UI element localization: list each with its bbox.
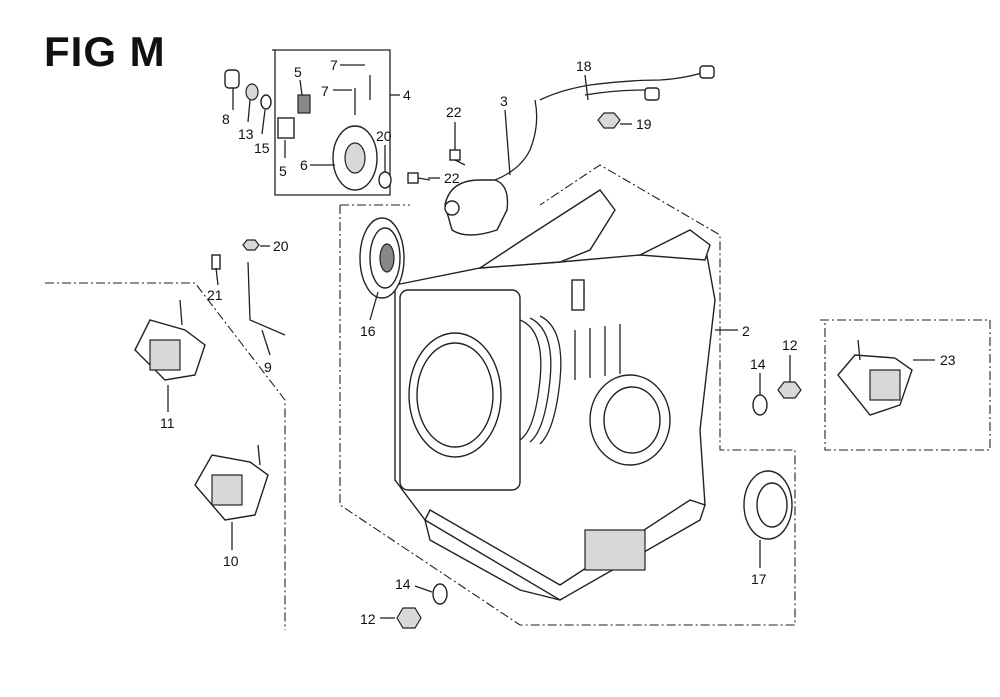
small-parts-8-13-15	[224, 69, 272, 110]
breather-assembly	[444, 65, 715, 236]
callout-4: 4	[403, 87, 411, 103]
nut-19	[597, 112, 621, 129]
callout-6: 6	[300, 157, 308, 173]
callout-21: 21	[207, 287, 223, 303]
bearing-16	[359, 217, 405, 299]
engine-mount-10	[194, 444, 269, 521]
callout-20-mid: 20	[273, 238, 289, 254]
callout-10: 10	[223, 553, 239, 569]
engine-mount-23	[837, 339, 913, 416]
callout-13: 13	[238, 126, 254, 142]
callout-5-bottom: 5	[279, 163, 287, 179]
engine-mount-11	[134, 299, 206, 381]
callout-16: 16	[360, 323, 376, 339]
callout-18: 18	[576, 58, 592, 74]
callout-12-bottom: 12	[360, 611, 376, 627]
callout-19: 19	[636, 116, 652, 132]
callout-22-mid: 22	[444, 170, 460, 186]
group-outlines	[45, 49, 991, 630]
drain-bolt-bottom	[396, 583, 448, 629]
callout-8: 8	[222, 111, 230, 127]
crankcase	[394, 189, 716, 601]
callout-2: 2	[742, 323, 750, 339]
callout-9: 9	[264, 359, 272, 375]
callout-7-mid: 7	[321, 83, 329, 99]
callout-17: 17	[751, 571, 767, 587]
governor-arm-9	[211, 239, 286, 336]
callout-22-top: 22	[446, 104, 462, 120]
governor-gear-6	[277, 75, 392, 191]
callout-3: 3	[500, 93, 508, 109]
callout-12-right: 12	[782, 337, 798, 353]
callout-11: 11	[160, 415, 175, 431]
callout-labels: 2 3 4 5 5 6 7 7 8 9 10 11 12 12 13 14 14…	[160, 57, 956, 627]
oil-seal-17	[743, 470, 793, 540]
callout-20-top: 20	[376, 128, 392, 144]
drain-bolt-right	[752, 381, 802, 416]
callout-23: 23	[940, 352, 956, 368]
callout-14-bottom: 14	[395, 576, 411, 592]
figure-title: FIG M	[44, 28, 166, 75]
leader-lines	[167, 64, 935, 619]
callout-7-top: 7	[330, 57, 338, 73]
callout-15: 15	[254, 140, 270, 156]
callout-14-right: 14	[750, 356, 766, 372]
callout-5-top: 5	[294, 64, 302, 80]
